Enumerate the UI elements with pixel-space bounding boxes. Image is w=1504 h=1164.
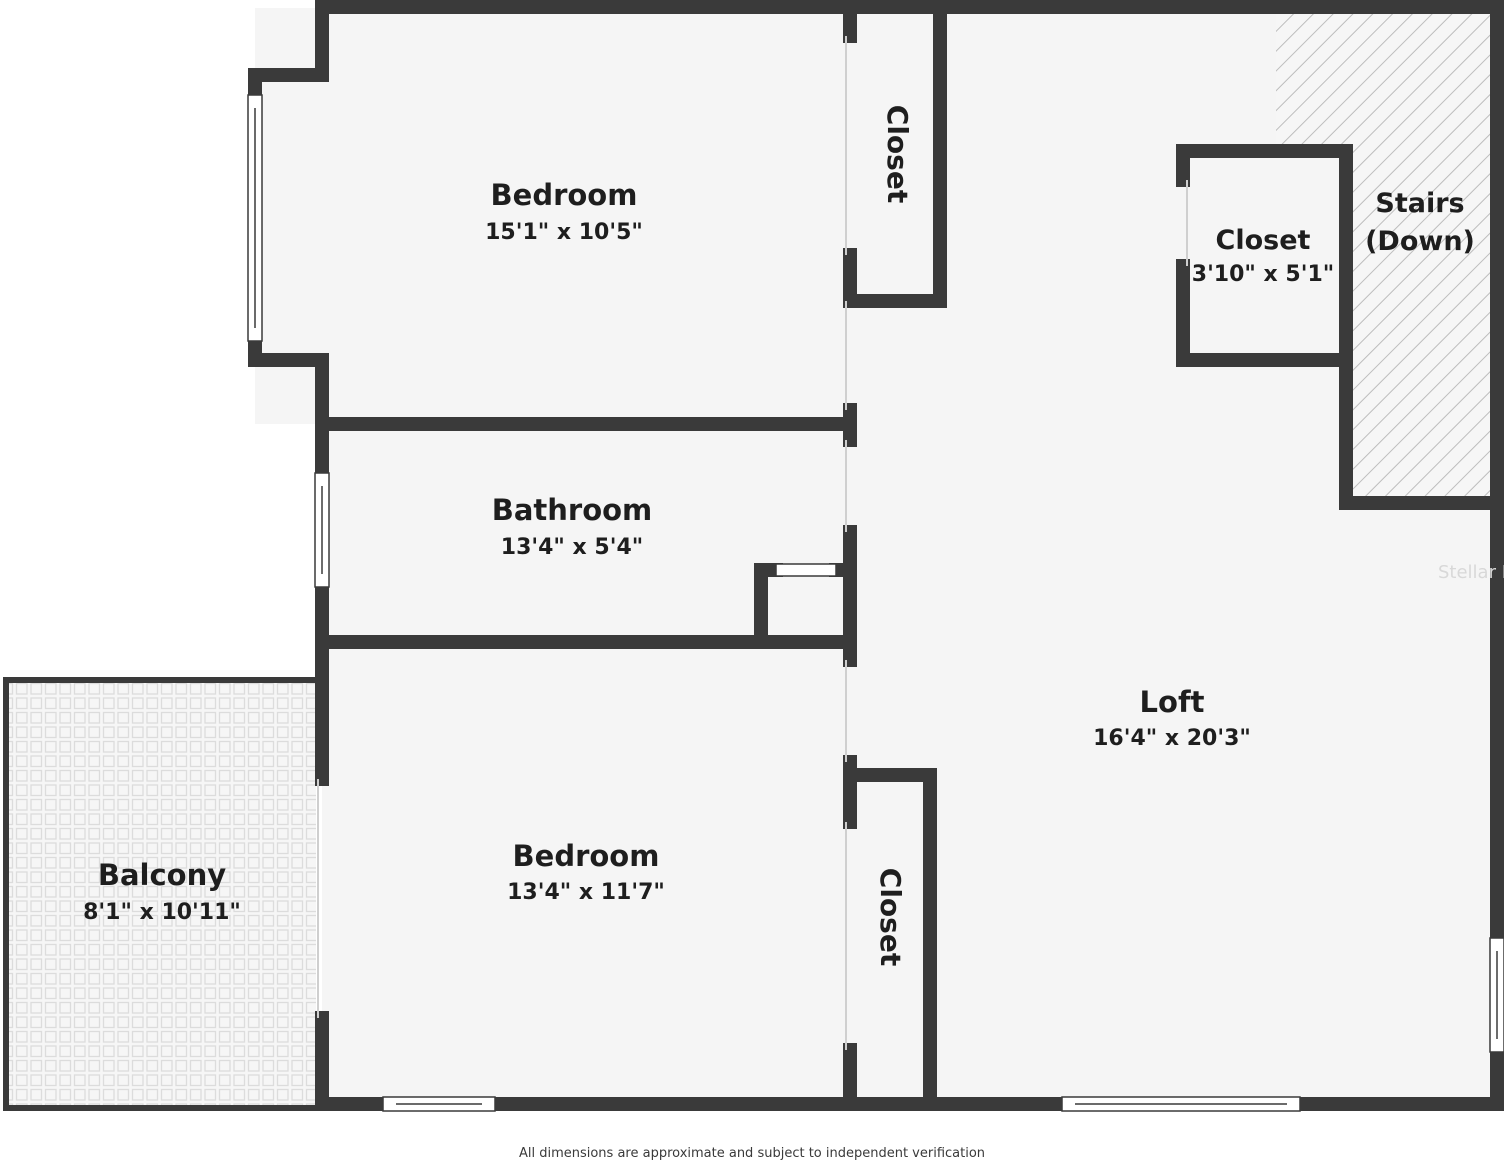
- bedroom-bottom-floor: [322, 642, 852, 1104]
- balcony-outline: [3, 677, 325, 1111]
- stairs-label-line1: Stairs: [1375, 188, 1464, 219]
- stairs-label-line2: (Down): [1365, 226, 1475, 257]
- floor-fills: [7, 8, 1497, 1108]
- loft-name: Loft: [1140, 685, 1205, 719]
- bedroom-bottom-dims: 13'4" x 11'7": [507, 880, 665, 905]
- closet-top-name: Closet: [881, 105, 914, 203]
- stairs-floor: [1276, 12, 1494, 502]
- bathroom-dims: 13'4" x 5'4": [501, 535, 643, 560]
- room-labels: Bedroom 15'1" x 10'5" Bathroom 13'4" x 5…: [83, 105, 1504, 966]
- closet-small-name: Closet: [1216, 225, 1311, 256]
- windows: [247, 94, 1504, 1112]
- bedroom-top-floor: [255, 8, 850, 424]
- balcony-name: Balcony: [98, 858, 226, 892]
- closet-bottom-name: Closet: [874, 868, 907, 966]
- loft-dims: 16'4" x 20'3": [1093, 726, 1251, 751]
- balcony-floor: [7, 680, 316, 1108]
- disclaimer: All dimensions are approximate and subje…: [518, 1146, 986, 1161]
- door-openings: [317, 36, 1188, 1050]
- bedroom-top-dims: 15'1" x 10'5": [485, 220, 643, 245]
- window-nook: [775, 563, 837, 577]
- bathroom-floor: [322, 424, 850, 642]
- balcony-dims: 8'1" x 10'11": [83, 900, 241, 925]
- closet-small-floor: [1183, 151, 1344, 360]
- bedroom-top-name: Bedroom: [491, 178, 638, 212]
- bathroom-name: Bathroom: [492, 493, 653, 527]
- closet-small-dims: 3'10" x 5'1": [1192, 262, 1334, 287]
- bedroom-bottom-name: Bedroom: [513, 839, 660, 873]
- watermark: Stellar M: [1438, 562, 1504, 583]
